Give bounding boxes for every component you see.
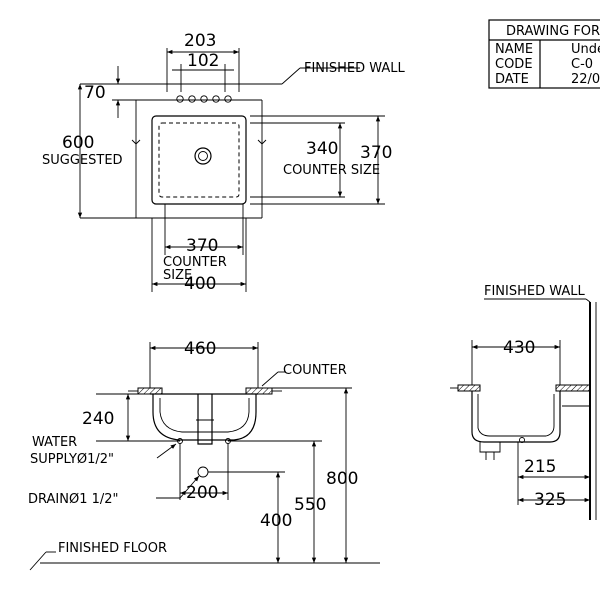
title-row-date-value: 22/0 xyxy=(571,72,600,87)
counter-label: COUNTER xyxy=(283,363,347,378)
tap-hole-1 xyxy=(176,95,184,103)
dim-460: 460 xyxy=(184,339,216,359)
counter-size-right: COUNTER SIZE xyxy=(283,163,380,178)
dim-200: 200 xyxy=(186,483,218,503)
dim-340: 340 xyxy=(306,139,338,159)
plan-drain-inner xyxy=(198,151,208,161)
plan-finished-wall-label: FINISHED WALL xyxy=(304,61,406,76)
title-row-date-key: DATE xyxy=(495,72,529,87)
dim-600: 600 xyxy=(62,133,94,153)
title-row-code-value: C-0 xyxy=(571,57,593,72)
dim-400-drain: 400 xyxy=(260,511,292,531)
dim-70: 70 xyxy=(84,83,106,103)
dim-325: 325 xyxy=(534,490,566,510)
title-row-code-key: CODE xyxy=(495,57,533,72)
suggested-label: SUGGESTED xyxy=(42,153,123,168)
tap-hole-5 xyxy=(224,95,232,103)
front-view: 460 COUNTER 240 WATER SUPPLYØ1/2" DRAINØ… xyxy=(28,339,380,571)
dim-800: 800 xyxy=(326,469,358,489)
tap-hole-2 xyxy=(188,95,196,103)
finished-floor-label: FINISHED FLOOR xyxy=(58,541,167,556)
side-counter-left xyxy=(457,384,481,392)
water-supply-label-1: WATER xyxy=(32,435,77,450)
plan-counter-cutout xyxy=(158,122,240,198)
title-block: DRAWING FOR NAME Unde CODE C-0 DATE 22/0 xyxy=(488,19,600,89)
side-view: FINISHED WALL 430 215 325 xyxy=(450,284,597,520)
side-counter-right xyxy=(555,384,591,392)
counter-slab-left xyxy=(137,387,163,395)
front-drain-point xyxy=(197,466,209,478)
front-basin-body xyxy=(152,394,257,441)
plan-basin-rim xyxy=(151,115,247,205)
title-block-header: DRAWING FOR xyxy=(506,24,600,39)
counter-size-bottom-1: COUNTER xyxy=(163,255,227,270)
dim-215: 215 xyxy=(524,457,556,477)
dim-430: 430 xyxy=(503,338,535,358)
front-basin-inner xyxy=(159,398,250,433)
dim-240: 240 xyxy=(82,409,114,429)
front-drain-pipe xyxy=(197,394,213,445)
title-row-name-key: NAME xyxy=(495,42,533,57)
dim-370-bottom: 370 xyxy=(186,236,218,256)
dim-550: 550 xyxy=(294,495,326,515)
plan-view: FINISHED WALL 203 102 xyxy=(42,31,406,294)
counter-slab-right xyxy=(245,387,273,395)
side-finished-wall-label: FINISHED WALL xyxy=(484,284,586,299)
counter-size-bottom-2: SIZE xyxy=(163,268,192,283)
dim-102: 102 xyxy=(187,51,219,71)
side-basin-body xyxy=(471,391,561,443)
title-row-name-value: Unde xyxy=(571,42,600,57)
plan-drain-outer xyxy=(194,147,212,165)
water-supply-label-2: SUPPLYØ1/2" xyxy=(30,452,114,467)
dim-400-bottom: 400 xyxy=(184,274,216,294)
tap-hole-3 xyxy=(200,95,208,103)
dim-203: 203 xyxy=(184,31,216,51)
drain-label: DRAINØ1 1/2" xyxy=(28,492,119,507)
tap-hole-4 xyxy=(212,95,220,103)
dim-370-side: 370 xyxy=(360,143,392,163)
